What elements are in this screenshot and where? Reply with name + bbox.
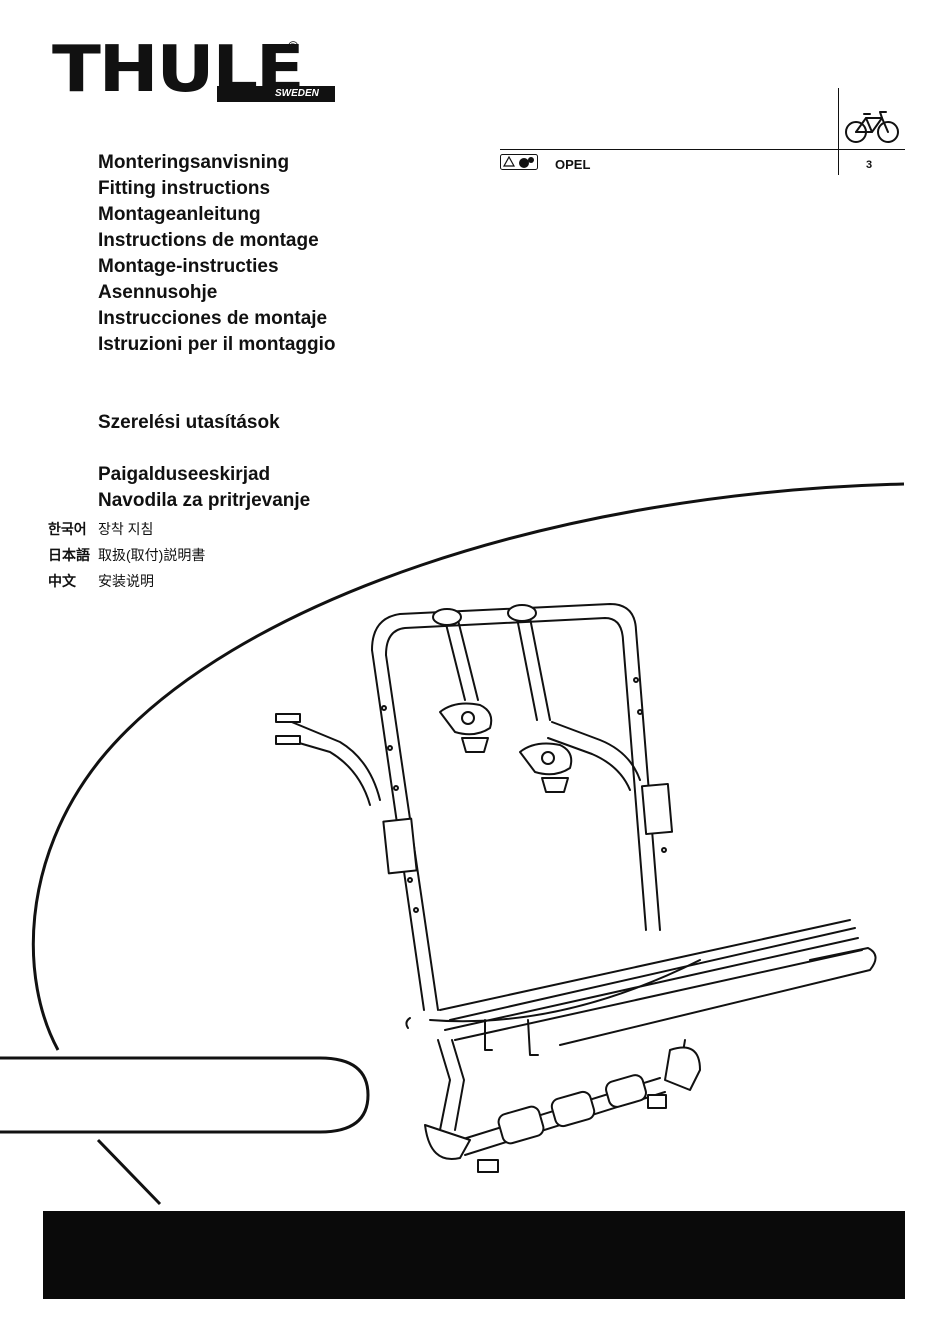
title-swedish: Monteringsanvisning [98, 150, 289, 176]
lang-name: 日本語 [48, 545, 98, 565]
title-hungarian: Szerelési utasítások [98, 410, 280, 436]
logo-subtitle: SWEDEN [217, 86, 335, 102]
bicycle-icon [844, 108, 900, 144]
bottom-black-bar [43, 1211, 905, 1299]
title-english: Fitting instructions [98, 176, 270, 202]
lang-title: 取扱(取付)説明書 [98, 547, 205, 563]
title-french: Instructions de montage [98, 228, 319, 254]
lang-title: 安装说明 [98, 573, 154, 589]
page-number: 3 [866, 159, 872, 171]
title-german: Montageanleitung [98, 202, 261, 228]
title-finnish: Asennusohje [98, 280, 217, 306]
title-italian: Istruzioni per il montaggio [98, 332, 336, 358]
title-dutch: Montage-instructies [98, 254, 279, 280]
title-slovenian: Navodila za pritrjevanje [98, 488, 310, 514]
registered-mark: ® [288, 38, 298, 54]
title-japanese: 日本語取扱(取付)説明書 [48, 545, 205, 565]
title-chinese: 中文安装说明 [48, 571, 154, 591]
fit-symbol-icon [500, 154, 538, 170]
header-divider [838, 88, 839, 175]
lang-name: 한국어 [48, 519, 98, 539]
thule-logo: THULE ® SWEDEN [52, 38, 302, 106]
title-estonian: Paigalduseeskirjad [98, 462, 270, 488]
header-rule [500, 149, 905, 150]
lang-name: 中文 [48, 571, 98, 591]
lang-title: 장착 지침 [98, 521, 153, 537]
title-spanish: Instrucciones de montaje [98, 306, 327, 332]
vehicle-brand: OPEL [555, 157, 590, 172]
